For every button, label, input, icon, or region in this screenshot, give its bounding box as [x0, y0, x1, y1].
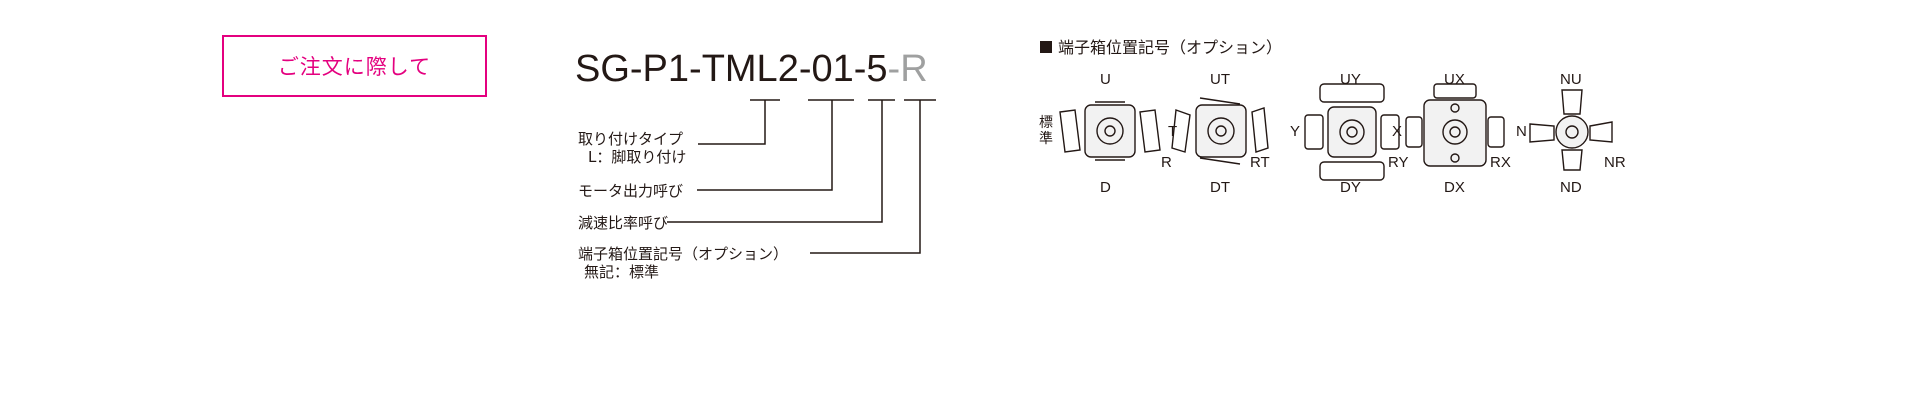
terminal-diagram-u — [1059, 101, 1161, 161]
label-u: U — [1100, 71, 1111, 88]
standard-label: 標準 — [1039, 115, 1053, 147]
legend-mounting-type-title: 取り付けタイプ — [578, 130, 684, 148]
model-number: SG-P1-TML2-01-5-R — [575, 50, 928, 88]
leader-motor-output — [697, 99, 854, 191]
legend-reduction-ratio: 減速比率呼び — [578, 214, 668, 232]
square-bullet-icon — [1040, 41, 1052, 53]
label-x: X — [1392, 123, 1403, 140]
label-n: N — [1516, 123, 1527, 140]
label-nu: NU — [1560, 71, 1582, 88]
terminal-box-section-title: 端子箱位置記号（オプション） — [1040, 34, 1282, 58]
legend-terminal-box: 端子箱位置記号（オプション） 無記：標準 — [578, 245, 788, 281]
label-dt: DT — [1210, 179, 1230, 196]
model-number-option-dash: - — [887, 48, 901, 90]
legend-reduction-ratio-title: 減速比率呼び — [578, 214, 669, 232]
order-notes-button[interactable]: ご注文に際して — [222, 35, 487, 97]
label-dx: DX — [1444, 179, 1465, 196]
legend-terminal-box-note: 無記：標準 — [584, 263, 660, 281]
legend-terminal-box-title: 端子箱位置記号（オプション） — [578, 245, 789, 263]
terminal-diagram-n — [1529, 89, 1613, 171]
label-uy: UY — [1340, 71, 1361, 88]
label-dy: DY — [1340, 179, 1361, 196]
label-t: T — [1168, 123, 1178, 140]
model-number-option: R — [900, 48, 928, 90]
legend-mounting-type: 取り付けタイプ L：脚取り付け — [578, 130, 686, 166]
model-number-main: SG-P1-TML2-01-5 — [575, 48, 888, 90]
terminal-box-title-text: 端子箱位置記号（オプション） — [1058, 38, 1283, 57]
leader-reduction-ratio — [667, 99, 895, 223]
label-ut: UT — [1210, 71, 1230, 88]
label-ry: RY — [1388, 154, 1409, 171]
label-ux: UX — [1444, 71, 1465, 88]
terminal-diagram-y — [1304, 83, 1400, 181]
label-nr: NR — [1604, 154, 1626, 171]
terminal-diagram-x — [1405, 83, 1505, 167]
terminal-diagram-t — [1171, 97, 1269, 165]
order-notes-label: ご注文に際して — [277, 55, 432, 79]
legend-motor-output: モータ出力呼び — [578, 182, 683, 200]
label-r: R — [1161, 154, 1172, 171]
legend-motor-output-title: モータ出力呼び — [578, 182, 684, 200]
label-y: Y — [1290, 123, 1301, 140]
label-rt: RT — [1250, 154, 1270, 171]
leader-mounting-type — [698, 99, 780, 145]
legend-mounting-type-note: L：脚取り付け — [588, 148, 687, 166]
label-nd: ND — [1560, 179, 1582, 196]
label-d: D — [1100, 179, 1111, 196]
leader-terminal-box — [810, 99, 936, 254]
label-rx: RX — [1490, 154, 1511, 171]
